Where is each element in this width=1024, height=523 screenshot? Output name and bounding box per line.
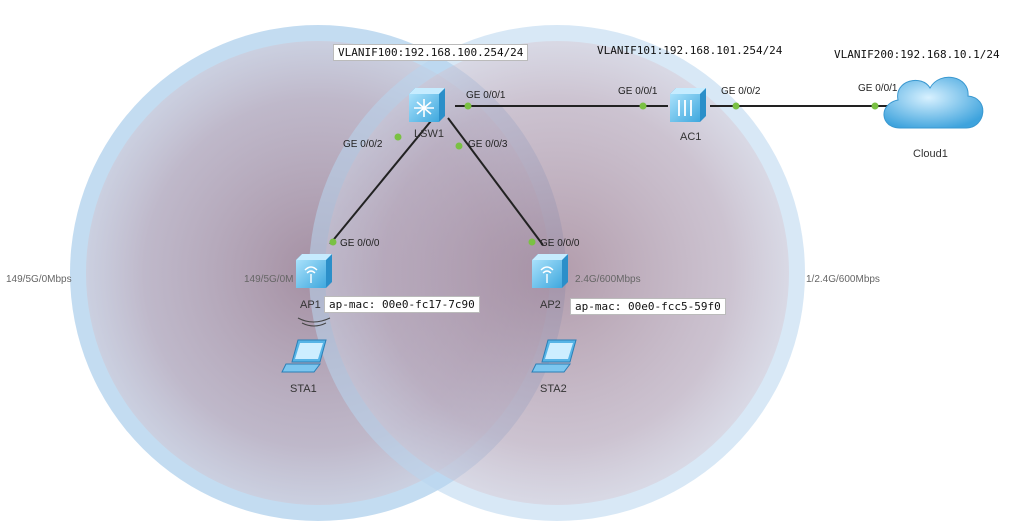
port-dots: [329, 102, 879, 246]
port-ac1-ge001: GE 0/0/1: [618, 86, 658, 97]
radio-ap2-inner: 2.4G/600Mbps: [575, 274, 641, 285]
port-lsw1-ge003: GE 0/0/3: [468, 139, 508, 150]
port-cloud1-ge001: GE 0/0/1: [858, 83, 898, 94]
port-ap2-ge000: GE 0/0/0: [540, 238, 580, 249]
radio-right-outer: 1/2.4G/600Mbps: [806, 274, 880, 285]
device-name-ap1: AP1: [300, 299, 321, 311]
ap2-mac-label: ap-mac: 00e0-fcc5-59f0: [570, 298, 726, 315]
device-name-sta1: STA1: [290, 383, 317, 395]
radio-left-outer: 149/5G/0Mbps: [6, 274, 72, 285]
laptop-icon-sta2[interactable]: [531, 339, 577, 373]
link-lsw1-ap1: [329, 109, 441, 245]
laptop-icon-sta1[interactable]: [281, 339, 327, 373]
links: [329, 105, 892, 246]
access-controller-icon[interactable]: [670, 88, 706, 122]
device-name-lsw1: LSW1: [414, 128, 444, 140]
switch-icon[interactable]: [409, 88, 445, 122]
ap1-signal-arcs: [297, 317, 331, 327]
vlanif200-label: VLANIF200:192.168.10.1/24: [834, 48, 1000, 61]
port-lsw1-ge002: GE 0/0/2: [343, 139, 383, 150]
vlanif100-label: VLANIF100:192.168.100.254/24: [333, 44, 529, 61]
device-name-ac1: AC1: [680, 131, 702, 143]
port-lsw1-ge001: GE 0/0/1: [466, 90, 506, 101]
radio-ap1-inner: 149/5G/0M: [244, 274, 294, 285]
link-lsw1-ap2: [447, 117, 544, 246]
device-name-ap2: AP2: [540, 299, 561, 311]
port-ac1-ge002: GE 0/0/2: [721, 86, 761, 97]
ap1-icon[interactable]: [296, 254, 332, 288]
ap1-mac-label: ap-mac: 00e0-fc17-7c90: [324, 296, 480, 313]
cloud-icon[interactable]: [883, 76, 984, 129]
ap2-icon[interactable]: [532, 254, 568, 288]
vlanif101-label: VLANIF101:192.168.101.254/24: [597, 44, 783, 57]
device-name-cloud1: Cloud1: [913, 148, 948, 160]
port-ap1-ge000: GE 0/0/0: [340, 238, 380, 249]
device-name-sta2: STA2: [540, 383, 567, 395]
